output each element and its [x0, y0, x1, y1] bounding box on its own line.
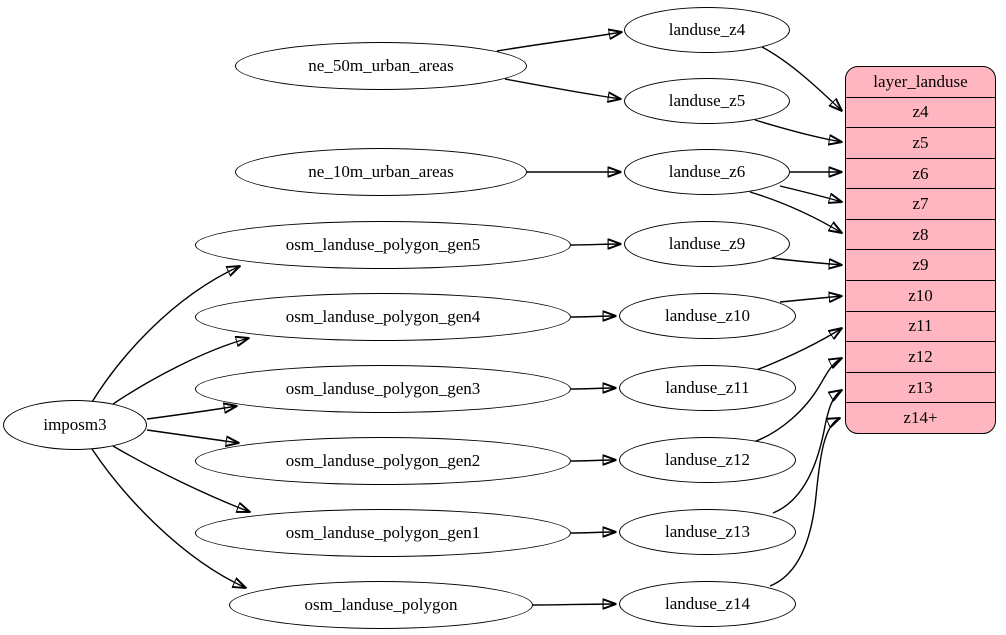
- node-landuse-z12: landuse_z12: [619, 437, 796, 483]
- node-imposm3: imposm3: [3, 400, 147, 450]
- node-landuse-z13: landuse_z13: [619, 509, 796, 555]
- edge-osm-landuse-polygon-gen1-landuse-z13: [570, 532, 616, 533]
- node-osm-landuse-polygon-gen3: osm_landuse_polygon_gen3: [195, 365, 571, 413]
- edge-imposm3-osm-landuse-polygon-gen1: [112, 445, 250, 512]
- edge-osm-landuse-polygon-gen5-landuse-z9: [570, 244, 621, 245]
- edge-landuse-z13-row-z13: [772, 390, 842, 514]
- node-landuse-z4: landuse_z4: [624, 7, 790, 53]
- edge-ne-50m-urban-areas-landuse-z4: [496, 32, 622, 52]
- edge-imposm3-osm-landuse-polygon-gen5: [91, 266, 240, 403]
- edge-ne-50m-urban-areas-landuse-z5: [504, 78, 621, 99]
- edge-osm-landuse-polygon-gen4-landuse-z10: [570, 316, 616, 317]
- node-layer-landuse: layer_landuse z4 z5 z6 z7 z8 z9 z10 z11 …: [845, 66, 996, 434]
- edge-imposm3-osm-landuse-polygon-gen2: [146, 429, 239, 443]
- record-title: layer_landuse: [873, 71, 968, 91]
- edge-imposm3-osm-landuse-polygon: [91, 448, 246, 588]
- record-row-z12: z12: [846, 341, 995, 372]
- edge-osm-landuse-polygon-gen2-landuse-z12: [570, 460, 616, 461]
- edge-landuse-z6-row-z8: [749, 191, 842, 233]
- node-ne-10m-urban-areas: ne_10m_urban_areas: [235, 148, 527, 196]
- record-row-z4: z4: [846, 96, 995, 128]
- record-row-z9: z9: [846, 249, 995, 280]
- record-row-z13: z13: [846, 371, 995, 403]
- node-landuse-z14: landuse_z14: [619, 581, 796, 627]
- node-landuse-z9: landuse_z9: [624, 221, 790, 267]
- edge-landuse-z10-row-z10: [779, 296, 842, 302]
- record-row-z10: z10: [846, 280, 995, 311]
- node-landuse-z10: landuse_z10: [619, 293, 796, 339]
- record-row-z14plus: z14+: [846, 402, 995, 433]
- record-row-z8: z8: [846, 218, 995, 250]
- record-row-z5: z5: [846, 127, 995, 158]
- edge-landuse-z9-row-z9: [763, 256, 842, 265]
- record-row-z6: z6: [846, 157, 995, 189]
- node-osm-landuse-polygon-gen1: osm_landuse_polygon_gen1: [195, 509, 571, 557]
- node-osm-landuse-polygon-gen4: osm_landuse_polygon_gen4: [195, 293, 571, 341]
- edge-osm-landuse-polygon-gen3-landuse-z11: [570, 388, 616, 389]
- record-row-z11: z11: [846, 310, 995, 342]
- node-osm-landuse-polygon-gen2: osm_landuse_polygon_gen2: [195, 437, 571, 485]
- edge-imposm3-osm-landuse-polygon-gen4: [112, 338, 249, 405]
- edge-landuse-z12-row-z12: [747, 358, 842, 445]
- edge-landuse-z6-row-z7: [779, 185, 842, 202]
- node-ne-50m-urban-areas: ne_50m_urban_areas: [235, 42, 527, 90]
- record-row-z7: z7: [846, 188, 995, 219]
- edge-imposm3-osm-landuse-polygon-gen3: [146, 406, 237, 420]
- edge-landuse-z4-row-z4: [761, 46, 842, 111]
- edge-osm-landuse-polygon-landuse-z14: [532, 604, 616, 605]
- edge-landuse-z14-row-z14plus: [769, 418, 840, 587]
- edge-landuse-z11-row-z11: [753, 328, 842, 372]
- edge-landuse-z5-row-z5: [754, 119, 842, 142]
- node-osm-landuse-polygon-gen5: osm_landuse_polygon_gen5: [195, 221, 571, 269]
- node-landuse-z11: landuse_z11: [619, 365, 796, 411]
- node-landuse-z5: landuse_z5: [624, 78, 790, 124]
- node-landuse-z6: landuse_z6: [624, 149, 790, 195]
- node-osm-landuse-polygon: osm_landuse_polygon: [229, 581, 533, 629]
